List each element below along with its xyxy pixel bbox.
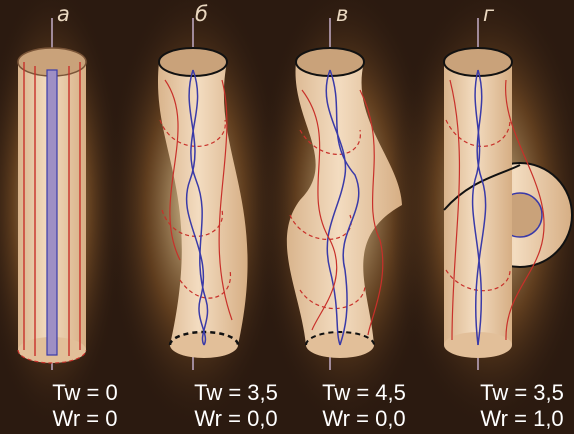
twist-value-c: Tw = 4,5 <box>314 380 414 406</box>
twist-value-b: Tw = 3,5 <box>186 380 286 406</box>
strand-a-blue <box>47 70 57 355</box>
panel-c-caption: Tw = 4,5 Wr = 0,0 <box>314 380 414 432</box>
writhe-value-c: Wr = 0,0 <box>314 406 414 432</box>
panel-b-caption: Tw = 3,5 Wr = 0,0 <box>186 380 286 432</box>
panel-d-letter: г <box>483 2 494 26</box>
writhe-value-a: Wr = 0 <box>40 406 130 432</box>
tube-a <box>18 18 86 370</box>
panel-a-letter: а <box>57 2 70 26</box>
writhe-value-d: Wr = 1,0 <box>472 406 572 432</box>
tube-d-body <box>444 62 512 345</box>
panel-d-caption: Tw = 3,5 Wr = 1,0 <box>472 380 572 432</box>
panel-c-letter: в <box>336 2 348 26</box>
panel-a-caption: Tw = 0 Wr = 0 <box>40 380 130 432</box>
writhe-value-b: Wr = 0,0 <box>186 406 286 432</box>
twist-value-a: Tw = 0 <box>40 380 130 406</box>
twist-value-d: Tw = 3,5 <box>472 380 572 406</box>
panel-b-letter: б <box>195 2 208 26</box>
